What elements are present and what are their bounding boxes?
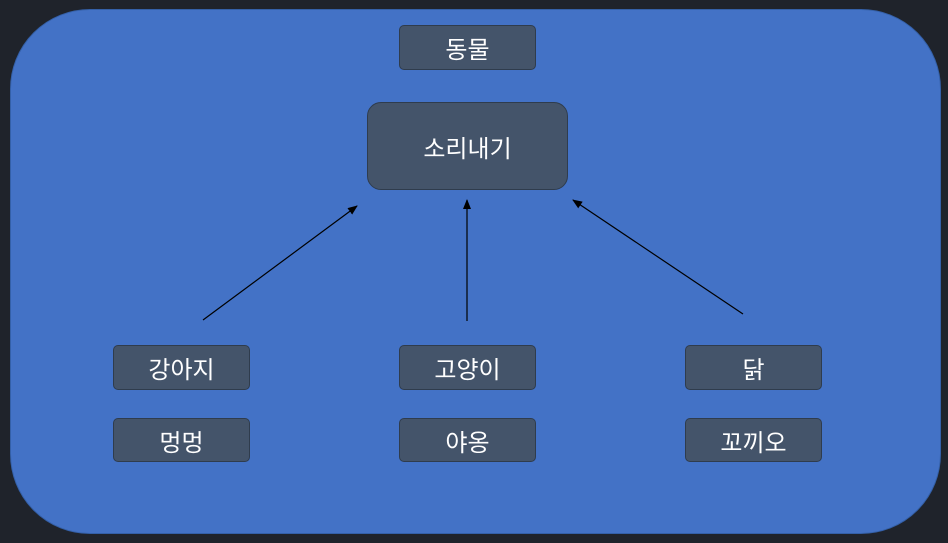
animal-node-cat: 고양이 xyxy=(399,345,536,390)
category-label: 동물 xyxy=(445,36,490,64)
sound-node-chicken: 꼬끼오 xyxy=(685,418,822,462)
animal-node-chicken: 닭 xyxy=(685,345,822,390)
animal-name-chicken: 닭 xyxy=(742,356,765,384)
sound-label-dog: 멍멍 xyxy=(159,428,204,457)
sound-node-dog: 멍멍 xyxy=(113,418,250,462)
animal-node-dog: 강아지 xyxy=(113,345,250,390)
sound-node-cat: 야옹 xyxy=(399,418,536,462)
method-node: 소리내기 xyxy=(367,102,568,190)
animal-name-cat: 고양이 xyxy=(434,356,501,384)
arrow-chicken-to-method xyxy=(572,199,744,315)
sound-label-cat: 야옹 xyxy=(445,428,490,457)
category-node: 동물 xyxy=(399,25,536,70)
method-label: 소리내기 xyxy=(423,134,512,163)
sound-label-chicken: 꼬끼오 xyxy=(720,428,787,457)
animal-name-dog: 강아지 xyxy=(148,356,215,384)
arrow-dog-to-method xyxy=(202,205,358,321)
